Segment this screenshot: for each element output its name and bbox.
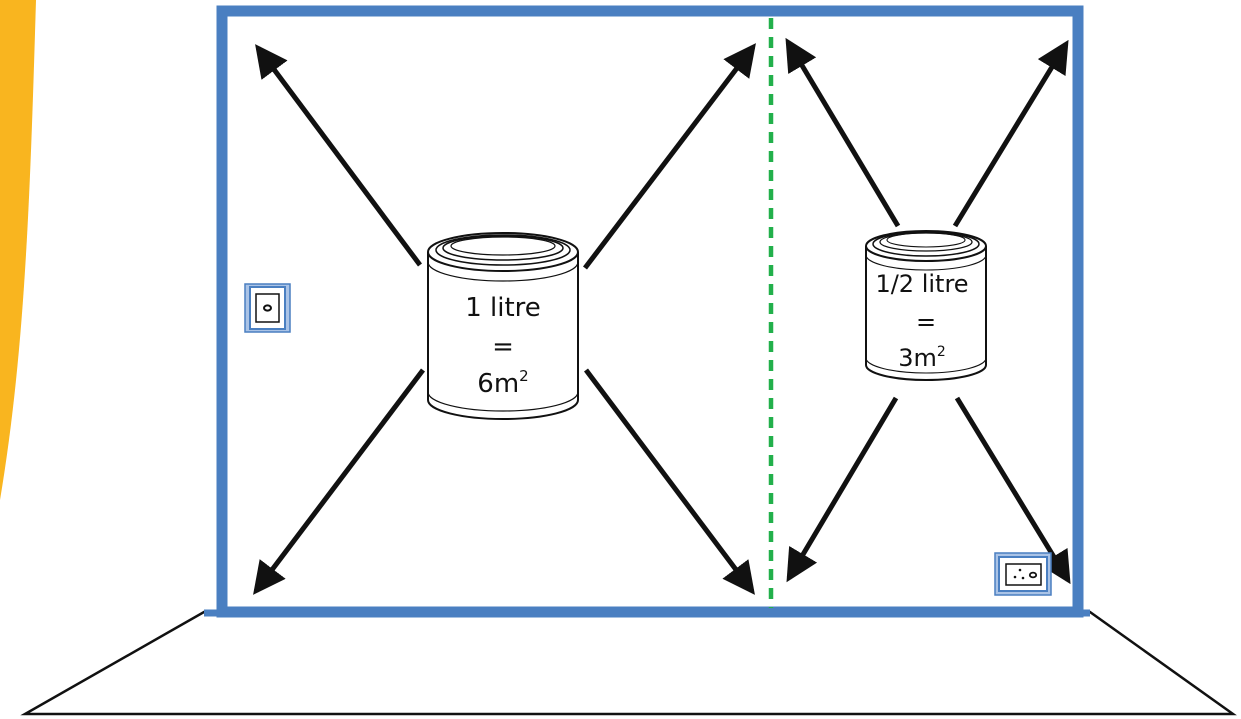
arrow-up-right-small — [952, 39, 1069, 228]
small-can-area-exponent: 2 — [937, 344, 946, 360]
side-accent-shape — [0, 0, 36, 500]
arrow-up-right — [583, 43, 756, 270]
arrow-down-right-small — [954, 396, 1071, 585]
small-can-arrows — [785, 37, 1071, 585]
large-can-line2: = — [492, 332, 514, 362]
arrow-up-left — [255, 44, 423, 267]
floor-outline — [20, 610, 1237, 716]
large-can-area-exponent: 2 — [519, 367, 529, 385]
small-can-line1: 1/2 litre — [875, 270, 968, 298]
small-can-area: 3m — [898, 344, 937, 372]
large-can-area: 6m — [477, 369, 519, 399]
large-can-line3: 6m2 — [477, 367, 528, 399]
arrow-down-right — [584, 368, 755, 595]
power-outlet-icon — [994, 552, 1052, 596]
arrow-up-left-small — [785, 37, 901, 228]
small-can-line2: = — [916, 308, 936, 336]
large-can-arrows — [253, 43, 756, 595]
light-switch-icon — [244, 283, 291, 333]
paint-can-icon — [865, 230, 987, 381]
small-can-line3: 3m2 — [898, 344, 946, 372]
paint-can-icon — [427, 232, 579, 420]
large-can-line1: 1 litre — [465, 293, 541, 323]
arrow-down-left-small — [786, 396, 899, 583]
arrow-down-left — [253, 368, 425, 595]
